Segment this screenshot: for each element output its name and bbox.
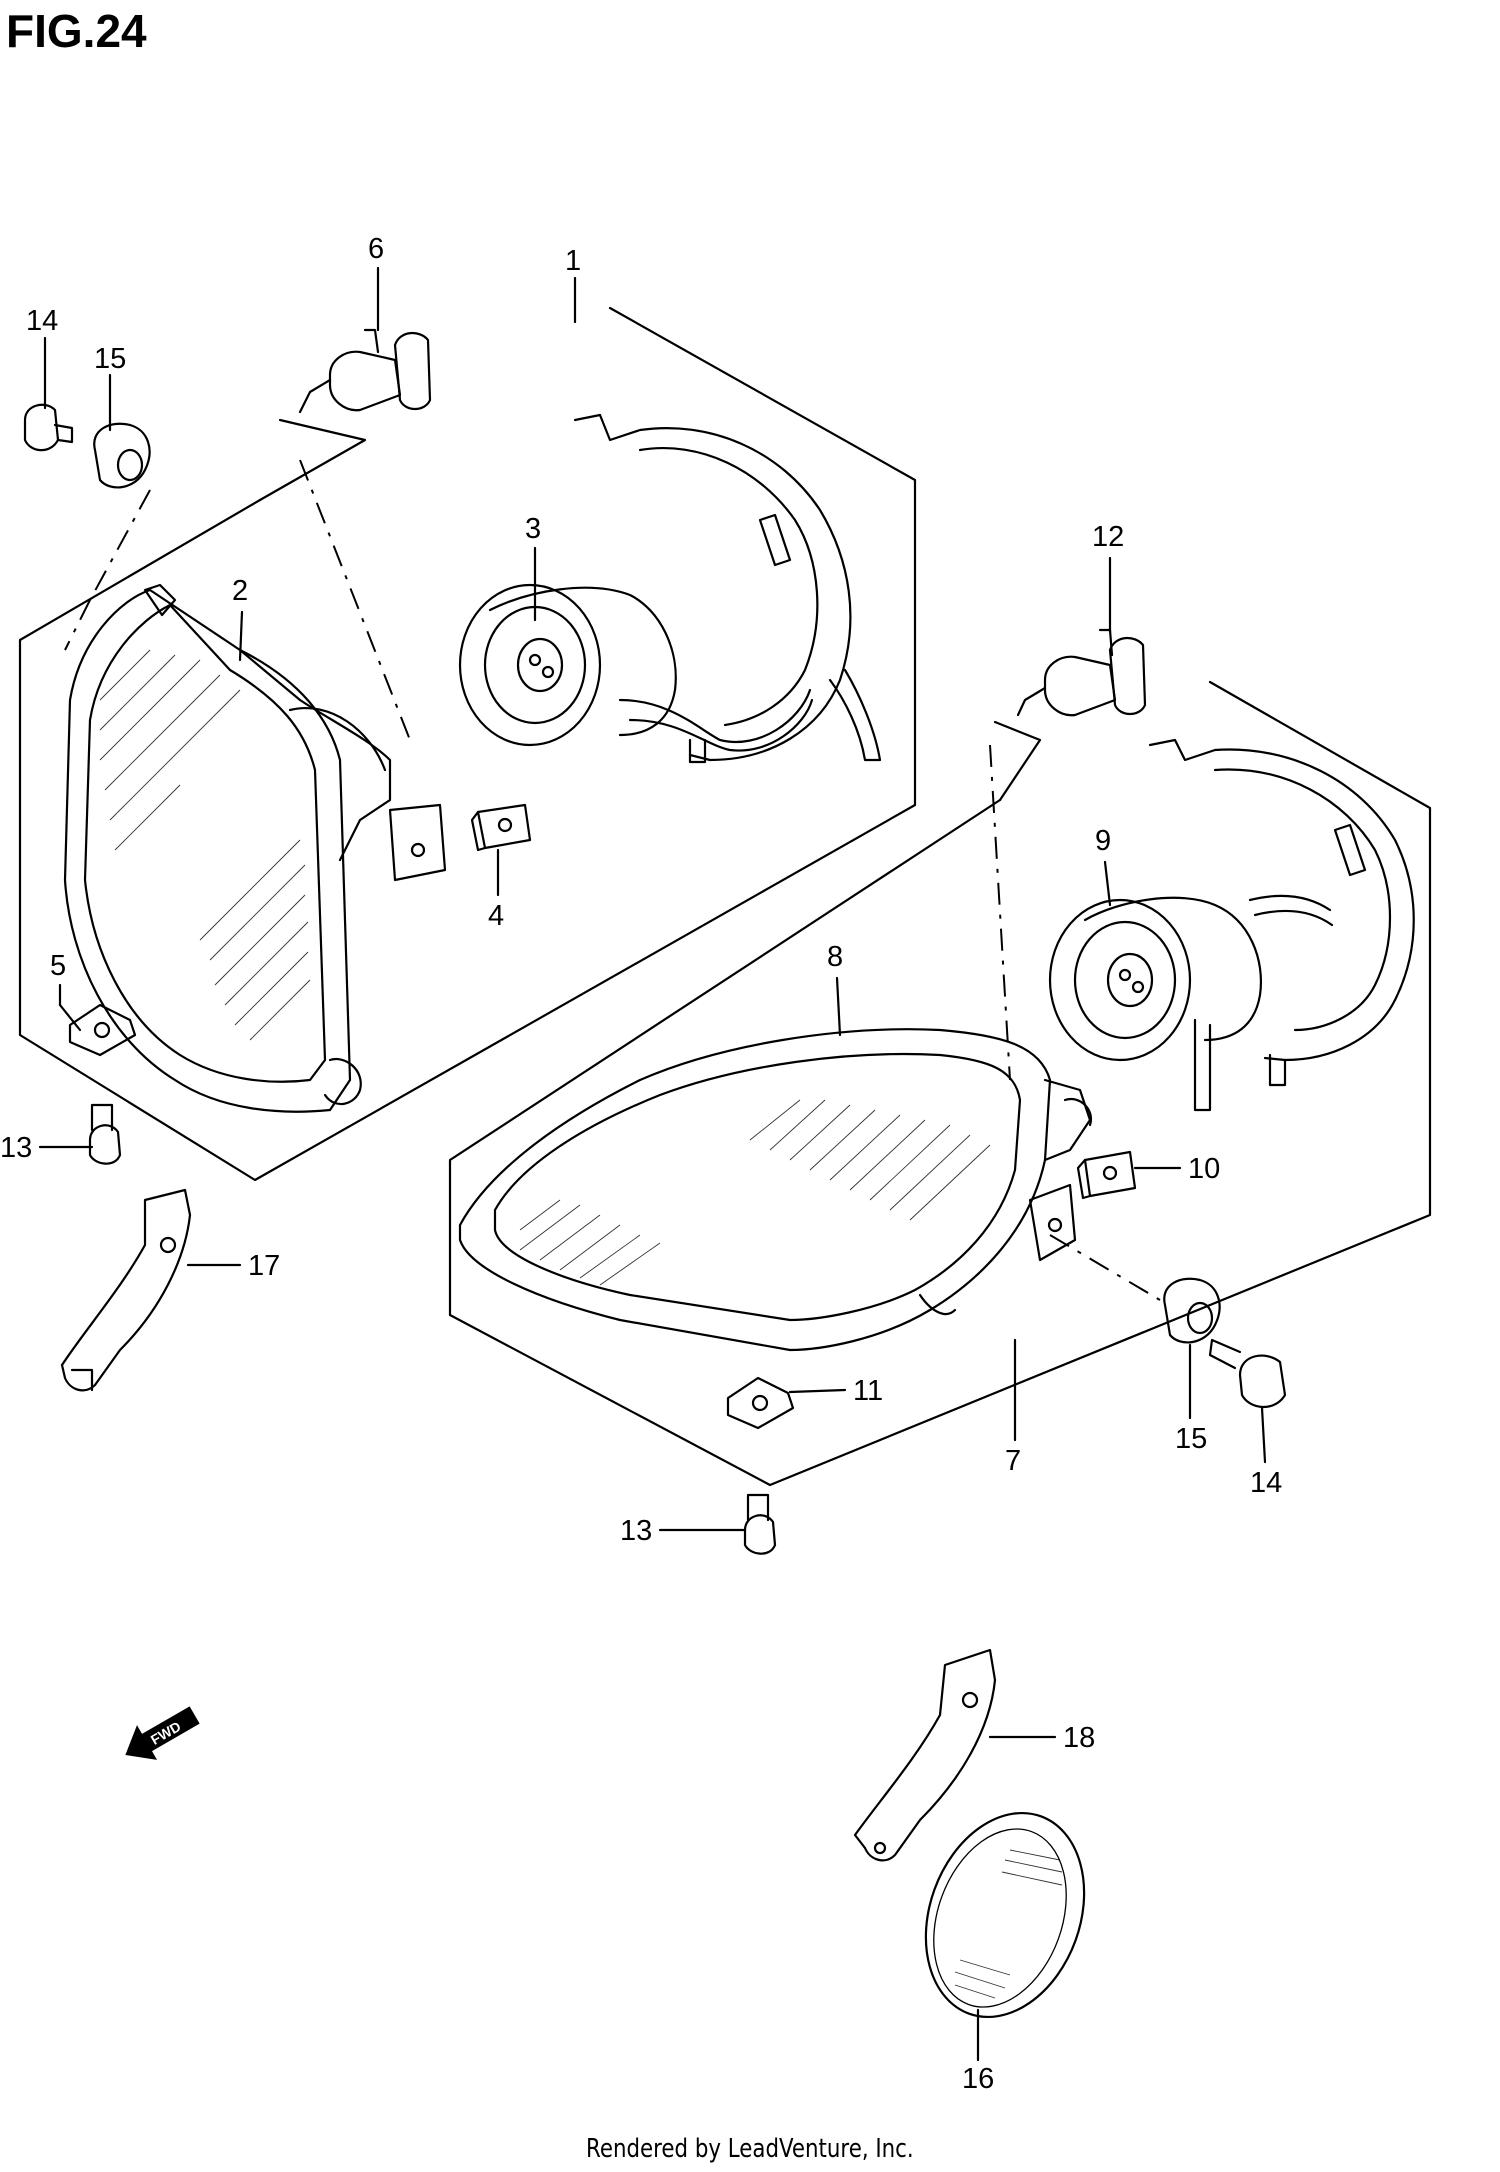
callout-16: 16: [962, 2063, 994, 2095]
bulb-6: [298, 328, 432, 414]
socket-harness-3: [458, 413, 882, 764]
bracket-17: [60, 1188, 192, 1392]
headlight-housing-8: [458, 1028, 1093, 1352]
callout-8: 8: [827, 941, 843, 973]
callout-7: 7: [1005, 1445, 1021, 1477]
screw-13-left: [88, 1103, 122, 1165]
callout-11: 11: [853, 1375, 883, 1407]
forward-arrow-icon: FWD: [125, 1706, 200, 1760]
footer-credit: Rendered by LeadVenture, Inc.: [0, 2134, 1500, 2164]
headlight-assembly-1-outline: [18, 306, 917, 1182]
bulb-12: [1016, 628, 1147, 717]
callout-12: 12: [1092, 521, 1124, 553]
callout-3: 3: [525, 513, 541, 545]
headlight-assembly-7-outline: [448, 680, 1432, 1487]
figure-title: FIG.24: [6, 5, 147, 57]
callout-15-left: 15: [94, 343, 126, 375]
clip-10: [1076, 1150, 1137, 1200]
callout-9: 9: [1095, 825, 1111, 857]
grommet-15-left: [93, 422, 151, 489]
reflector-16: [924, 1811, 1086, 2019]
callout-14-right: 14: [1250, 1467, 1282, 1499]
callout-10: 10: [1188, 1153, 1220, 1185]
callout-1: 1: [565, 245, 581, 277]
callout-13-center: 13: [620, 1515, 652, 1547]
clip-nut-11: [726, 1376, 795, 1430]
leader-lines: [38, 266, 1267, 2062]
screw-14-left: [23, 403, 74, 452]
bracket-18: [853, 1648, 997, 1862]
callout-13-left: 13: [0, 1132, 32, 1164]
callout-15-right: 15: [1175, 1423, 1207, 1455]
grommet-15-right: [1163, 1277, 1221, 1344]
callout-2: 2: [232, 575, 248, 607]
screw-13-center: [743, 1493, 777, 1555]
callout-4: 4: [488, 900, 504, 932]
callout-18: 18: [1063, 1722, 1095, 1754]
screw-14-right: [1208, 1338, 1287, 1409]
callout-labels: 1 2 3 4 5 6 7 8 9 10 11 12 13 13 14 14 1…: [0, 233, 1282, 2095]
callout-5: 5: [50, 950, 66, 982]
clip-nut-5: [68, 1003, 137, 1057]
socket-harness-9: [1048, 738, 1415, 1112]
headlight-housing-2: [63, 583, 447, 1113]
callout-17: 17: [248, 1250, 280, 1282]
assembly-dash-lines: [64, 459, 1161, 1301]
footer-text: Rendered by LeadVenture, Inc.: [586, 2134, 914, 2164]
clip-4: [470, 803, 532, 852]
callout-6: 6: [368, 233, 384, 265]
callout-14-left: 14: [26, 305, 58, 337]
